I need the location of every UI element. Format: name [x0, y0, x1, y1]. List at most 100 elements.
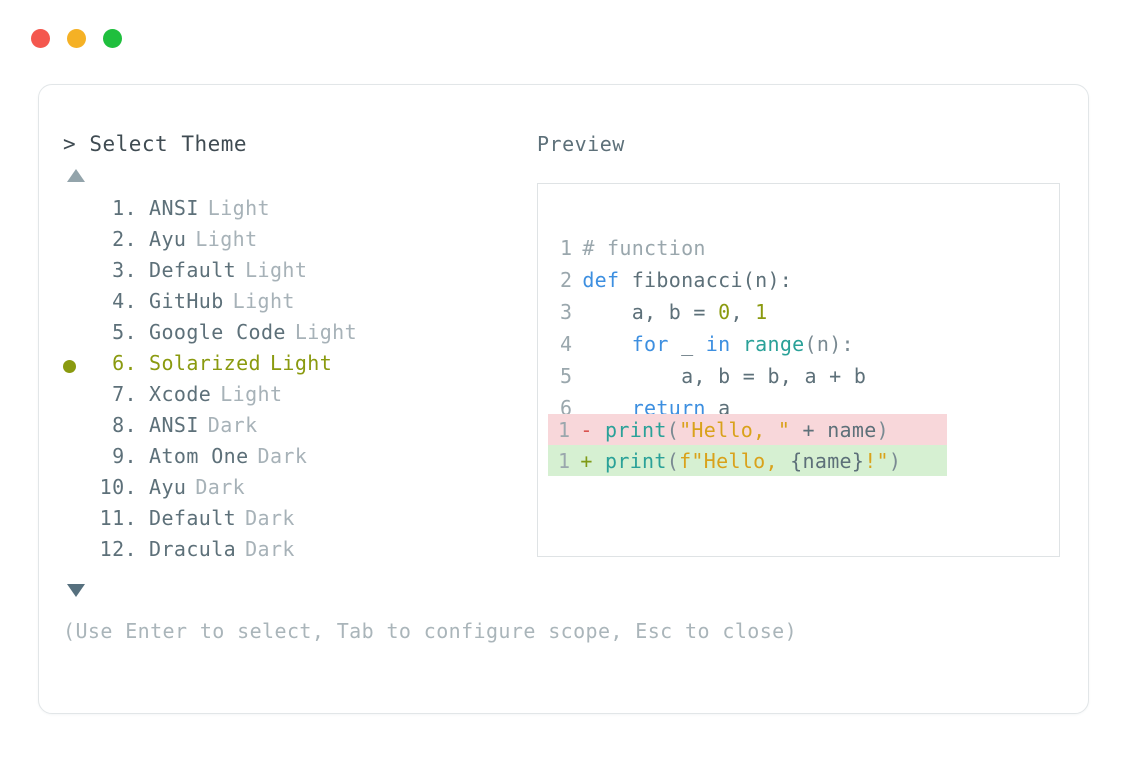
close-button[interactable] — [31, 29, 50, 48]
theme-item-mode: Dark — [245, 537, 295, 561]
code-token: ( — [666, 418, 680, 442]
theme-item-mode: Light — [220, 382, 283, 406]
diff-sample: 1- print("Hello, " + name)1+ print(f"Hel… — [548, 414, 947, 476]
theme-item-mode: Light — [269, 351, 333, 375]
theme-list-item[interactable]: 7. Xcode Light — [63, 382, 533, 413]
theme-item-name: Ayu — [149, 475, 187, 499]
theme-item-mode: Light — [232, 289, 295, 313]
theme-item-name: GitHub — [149, 289, 224, 313]
code-line: 5 a, b = b, a + b — [560, 360, 866, 392]
code-line: 1# function — [560, 232, 866, 264]
theme-item-name: Google Code — [149, 320, 286, 344]
theme-item-name: Dracula — [149, 537, 237, 561]
line-number: 2 — [560, 268, 573, 292]
code-token: fibonacci(n): — [619, 268, 793, 292]
theme-list-item[interactable]: 6. Solarized Light — [63, 351, 533, 382]
code-token: (n): — [804, 332, 854, 356]
preview-box: 1# function 2 def fibonacci(n): 3 a, b = 0,… — [537, 183, 1060, 557]
code-token — [730, 332, 742, 356]
theme-list-item[interactable]: 11. Default Dark — [63, 506, 533, 537]
theme-item-number: 1. — [112, 196, 137, 220]
theme-list-item[interactable]: 12. Dracula Dark — [63, 537, 533, 568]
code-token: 0 — [718, 300, 731, 324]
keyboard-hint: (Use Enter to select, Tab to configure s… — [63, 619, 798, 643]
preview-panel: Preview 1# function 2 def fibonacci(n): 3 a… — [537, 131, 1065, 557]
window-traffic-lights — [31, 29, 122, 48]
theme-item-name: Xcode — [149, 382, 212, 406]
diff-sign: - — [580, 418, 593, 442]
prompt-caret-icon: > — [63, 132, 77, 156]
code-token: !" — [864, 449, 889, 473]
theme-item-number: 7. — [112, 382, 137, 406]
code-token: + name — [790, 418, 877, 442]
line-number: 5 — [560, 364, 573, 388]
line-number: 3 — [560, 300, 573, 324]
code-token: a, b = — [582, 300, 719, 324]
code-token: a, b = b, a + b — [582, 364, 867, 388]
code-token: 1 — [755, 300, 768, 324]
theme-item-number: 2. — [112, 227, 137, 251]
theme-item-name: ANSI — [149, 413, 199, 437]
theme-item-mode: Dark — [207, 413, 258, 437]
theme-item-number: 12. — [99, 537, 137, 561]
theme-item-name: Default — [149, 258, 237, 282]
theme-item-name: ANSI — [149, 196, 199, 220]
theme-item-mode: Light — [245, 258, 308, 282]
code-token: {name} — [790, 449, 865, 473]
theme-list-item[interactable]: 4. GitHub Light — [63, 289, 533, 320]
minimize-button[interactable] — [67, 29, 86, 48]
code-token: "Hello, " — [679, 418, 791, 442]
selection-indicator — [63, 360, 91, 373]
diff-spacer — [593, 418, 605, 442]
code-token: print — [605, 418, 667, 442]
scroll-up-icon[interactable] — [67, 169, 85, 182]
code-token: ) — [876, 418, 889, 442]
line-number: 4 — [560, 332, 573, 356]
theme-item-mode: Dark — [245, 506, 295, 530]
theme-list-item[interactable]: 1. ANSI Light — [63, 196, 533, 227]
diff-line-del: 1- print("Hello, " + name) — [548, 414, 947, 445]
diff-sign: + — [580, 449, 593, 473]
theme-item-name: Ayu — [149, 227, 187, 251]
code-token: _ — [668, 332, 706, 356]
theme-item-number: 10. — [99, 475, 137, 499]
code-token — [582, 332, 631, 356]
theme-item-number: 4. — [112, 289, 137, 313]
code-token: , — [730, 300, 756, 324]
diff-spacer — [593, 449, 605, 473]
code-token: range — [742, 332, 805, 356]
theme-item-mode: Light — [294, 320, 358, 344]
line-number: 1 — [558, 418, 571, 442]
theme-item-number: 6. — [112, 351, 137, 375]
theme-item-name: Atom One — [149, 444, 249, 468]
theme-item-mode: Dark — [195, 475, 246, 499]
line-number: 1 — [560, 236, 573, 260]
preview-label: Preview — [537, 132, 625, 156]
code-line: 4 for _ in range(n): — [560, 328, 866, 360]
diff-line-add: 1+ print(f"Hello, {name}!") — [548, 445, 947, 476]
theme-item-name: Default — [149, 506, 237, 530]
theme-item-name: Solarized — [149, 351, 261, 375]
theme-item-mode: Light — [207, 196, 270, 220]
theme-item-number: 5. — [112, 320, 137, 344]
theme-item-number: 11. — [99, 506, 137, 530]
code-token: for — [631, 332, 669, 356]
line-number: 1 — [558, 449, 571, 473]
selected-bullet-icon — [63, 360, 76, 373]
scroll-down-icon[interactable] — [67, 584, 85, 597]
code-token: ( — [666, 449, 680, 473]
theme-list-item[interactable]: 2. Ayu Light — [63, 227, 533, 258]
maximize-button[interactable] — [103, 29, 122, 48]
code-token: f"Hello, — [679, 449, 791, 473]
theme-item-mode: Light — [195, 227, 258, 251]
code-token: def — [582, 268, 620, 292]
theme-item-mode: Dark — [257, 444, 308, 468]
theme-list-item[interactable]: 10. Ayu Dark — [63, 475, 533, 506]
theme-list-item[interactable]: 5. Google Code Light — [63, 320, 533, 351]
